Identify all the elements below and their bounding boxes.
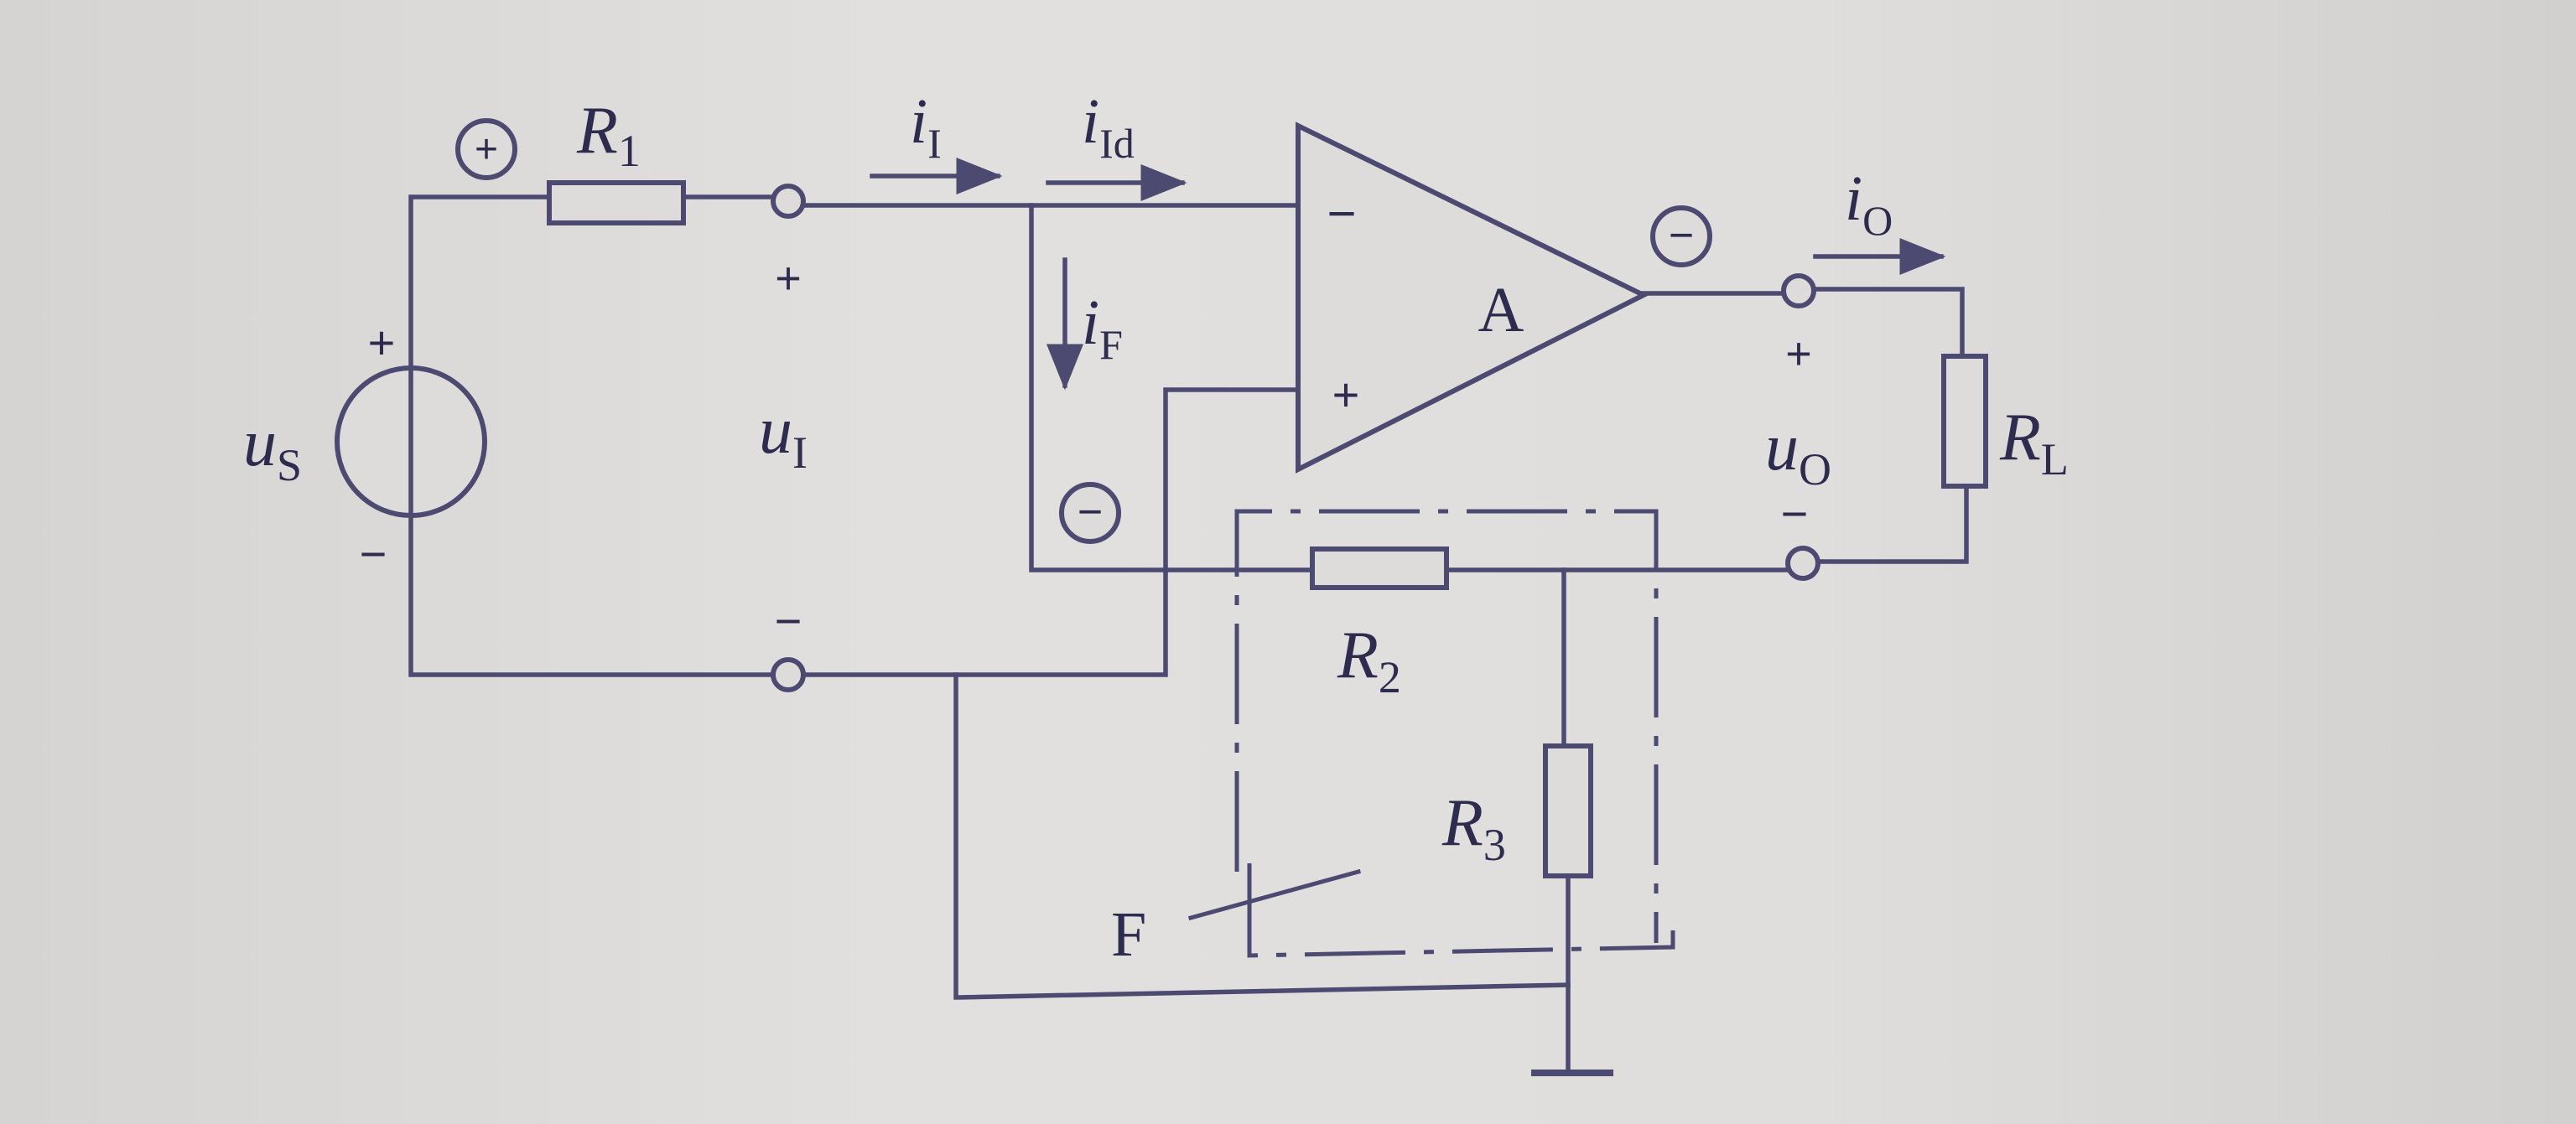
opamp-label: A — [1478, 275, 1524, 345]
polarity-circle-output — [1650, 205, 1712, 267]
r3-label: R3 — [1441, 786, 1506, 870]
resistor-rl — [1941, 354, 1988, 489]
source-plus: + — [368, 316, 396, 369]
input-plus: + — [775, 253, 802, 303]
polarity-circle-feedback — [1059, 482, 1121, 544]
output-minus: − — [1781, 487, 1809, 540]
i-in-label: iI — [910, 86, 942, 167]
input-terminal-minus — [771, 657, 806, 692]
wires — [408, 194, 1969, 1076]
feedback-network-label: F — [1111, 899, 1146, 970]
input-voltage-label: uI — [759, 394, 808, 478]
resistor-r3 — [1543, 743, 1593, 878]
output-terminal-minus — [1785, 546, 1820, 581]
resistor-r1 — [547, 180, 686, 225]
polarity-circle-input — [455, 118, 517, 180]
output-terminal-plus — [1781, 273, 1816, 308]
rl-label: RL — [1999, 401, 2069, 484]
i-o-label: iO — [1845, 163, 1893, 244]
polarity-sign-output: − — [1669, 211, 1694, 260]
i-id-label: iId — [1082, 86, 1135, 167]
opamp-noninverting-sign: + — [1332, 368, 1360, 421]
polarity-sign-input: + — [475, 127, 498, 172]
op-amp — [1296, 122, 1649, 474]
feedback-network-box — [1187, 509, 1675, 958]
source-label: uS — [243, 407, 302, 490]
output-plus: + — [1785, 329, 1812, 379]
input-terminal-plus — [771, 184, 806, 219]
output-voltage-label: uO — [1765, 411, 1831, 495]
opamp-inverting-sign: − — [1327, 185, 1356, 241]
resistor-r2 — [1310, 546, 1449, 590]
r2-label: R2 — [1337, 619, 1401, 702]
polarity-sign-feedback: − — [1078, 488, 1103, 536]
i-f-label: iF — [1082, 287, 1123, 368]
input-minus: − — [775, 594, 802, 647]
source-minus: − — [360, 527, 387, 580]
r1-label: R1 — [576, 94, 641, 176]
